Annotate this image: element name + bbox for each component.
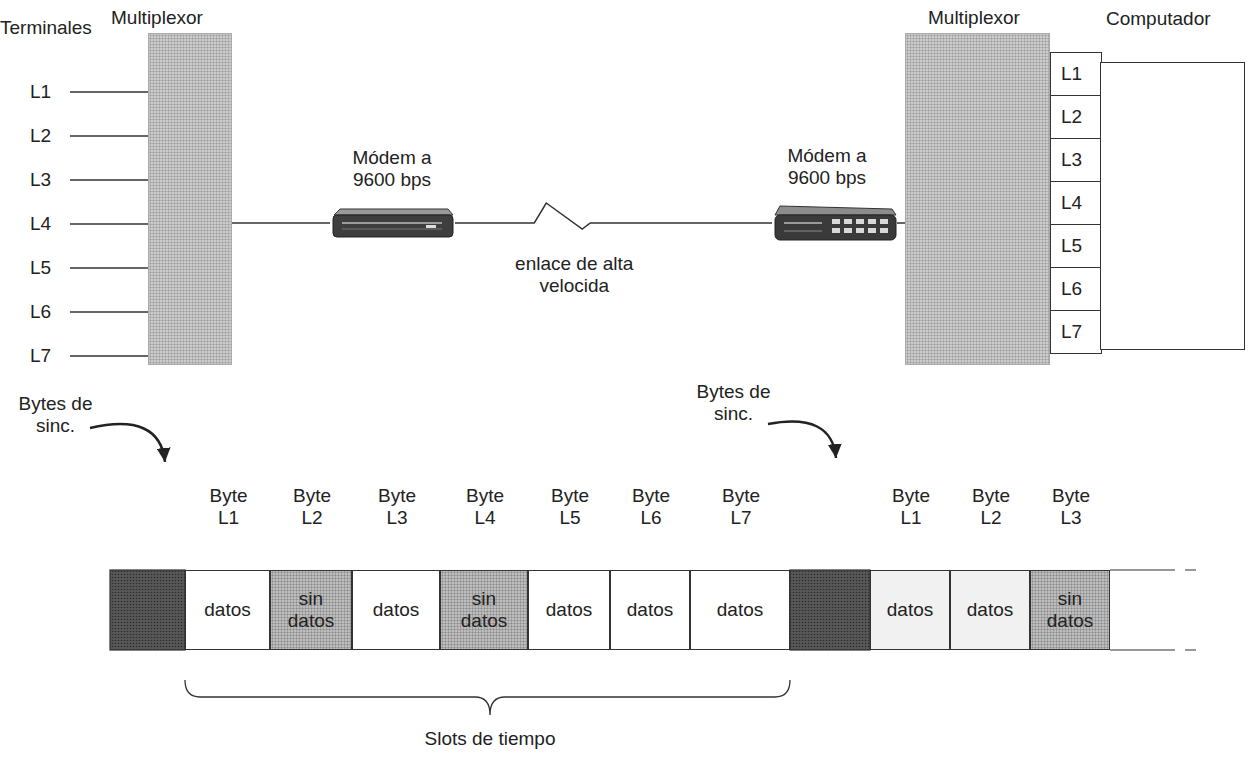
time-slot: Byte L2datos: [950, 570, 1030, 650]
time-slot: Byte L5datos: [528, 570, 610, 650]
time-slot: Byte L6datos: [610, 570, 690, 650]
node-heading: Byte L5: [540, 485, 600, 529]
node-heading: Byte L2: [282, 485, 342, 529]
sync-block: [110, 570, 185, 650]
time-slot: Byte L2sin datos: [270, 570, 352, 650]
node-text: L3: [1061, 149, 1082, 171]
node-heading: Módem a 9600 bps: [342, 147, 442, 191]
modem-drawing: [330, 205, 455, 241]
multiplexer-box: Multiplexor: [905, 33, 1050, 365]
slot-content: datos: [621, 599, 679, 621]
node-heading: Byte L4: [455, 485, 515, 529]
bracket-label: Slots de tiempo: [390, 728, 590, 750]
node-text: L7: [1061, 321, 1082, 343]
node-heading: Multiplexor: [111, 7, 281, 29]
slot-content: datos: [199, 599, 257, 621]
time-slot: Byte L7datos: [690, 570, 790, 650]
sync-pointer: [768, 422, 836, 458]
slot-content: sin datos: [1041, 588, 1099, 632]
slot-content: datos: [711, 599, 769, 621]
line-name: L6: [30, 301, 60, 323]
port-box: L3: [1050, 138, 1102, 182]
port-box: L1: [1050, 52, 1102, 96]
line-name: L4: [30, 213, 60, 235]
node-heading: Módem a 9600 bps: [777, 145, 877, 189]
node-heading: Byte L1: [881, 485, 941, 529]
node-text: L6: [1061, 278, 1082, 300]
serial-link: [455, 203, 772, 229]
time-slot: Byte L3datos: [352, 570, 440, 650]
node-heading: Byte L3: [1041, 485, 1101, 529]
slot-content: sin datos: [282, 588, 340, 632]
link-label: enlace de alta velocida: [499, 253, 649, 297]
node-heading: Byte L6: [621, 485, 681, 529]
line-name: L3: [30, 169, 60, 191]
slot-content: datos: [961, 599, 1019, 621]
line-name: L1: [30, 81, 60, 103]
slot-content: datos: [367, 599, 425, 621]
computer-box: Computador: [1100, 62, 1245, 350]
modem-icon: Módem a 9600 bps: [330, 205, 455, 241]
port-box: L7: [1050, 310, 1102, 354]
connector-line: [232, 222, 330, 224]
time-slot: Byte L3sin datos: [1030, 570, 1110, 650]
port-box: L2: [1050, 95, 1102, 139]
slot-bracket: [185, 680, 790, 715]
slot-content: datos: [540, 599, 598, 621]
line-name: L5: [30, 257, 60, 279]
time-slot: Byte L1datos: [185, 570, 270, 650]
node-text: L5: [1061, 235, 1082, 257]
slot-content: sin datos: [455, 588, 513, 632]
node-heading: Byte L2: [961, 485, 1021, 529]
port-box: L6: [1050, 267, 1102, 311]
slot-content: datos: [881, 599, 939, 621]
sync-block: [790, 570, 870, 650]
node-heading: Byte L1: [199, 485, 259, 529]
side-heading: Terminales: [0, 17, 130, 39]
line-name: L2: [30, 125, 60, 147]
node-heading: Byte L7: [711, 485, 771, 529]
node-text: L1: [1061, 63, 1082, 85]
port-box: L4: [1050, 181, 1102, 225]
modem-icon: Módem a 9600 bps: [772, 203, 897, 243]
multiplexer-box: Multiplexor: [148, 33, 232, 365]
port-box: L5: [1050, 224, 1102, 268]
node-text: L2: [1061, 106, 1082, 128]
sync-note: Bytes de sinc.: [8, 393, 103, 437]
sync-note: Bytes de sinc.: [686, 381, 781, 425]
node-text: L4: [1061, 192, 1082, 214]
terminal-lines: [70, 92, 148, 356]
time-slot: Byte L4sin datos: [440, 570, 528, 650]
sync-pointer: [90, 424, 165, 462]
node-heading: Byte L3: [367, 485, 427, 529]
node-heading: Multiplexor: [928, 7, 1098, 29]
frame-continuation: [1110, 570, 1196, 650]
line-name: L7: [30, 345, 60, 367]
node-heading: Computador: [1106, 8, 1246, 30]
time-slot: Byte L1datos: [870, 570, 950, 650]
connector-line: [897, 222, 905, 224]
modem-drawing: [772, 203, 897, 243]
